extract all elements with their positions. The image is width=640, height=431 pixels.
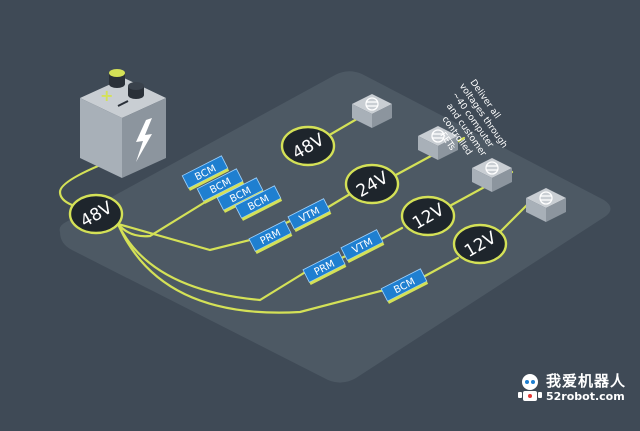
board-platform — [59, 71, 611, 383]
vtm-module: VTM — [287, 198, 332, 232]
prm-module: PRM — [302, 251, 347, 285]
node-12v-a: 12V — [400, 195, 456, 237]
bcm-module: BCM — [181, 155, 230, 191]
node-24v: 24V — [344, 163, 400, 205]
watermark: 我爱机器人 52robot.com — [516, 370, 636, 414]
fet-icon — [539, 191, 553, 205]
fet-icon — [365, 97, 379, 111]
plus-symbol: + — [100, 86, 113, 105]
load-box-3 — [472, 158, 512, 192]
fet-icon — [431, 129, 445, 143]
bcm-module: BCM — [234, 185, 283, 221]
node-battery-48v: 48V — [68, 193, 124, 235]
load-box-1 — [352, 94, 392, 128]
bcm-module: BCM — [380, 268, 429, 304]
vtm-module: VTM — [340, 229, 385, 263]
prm-module: PRM — [248, 220, 293, 254]
node-bus-48v: 48V — [280, 125, 336, 167]
watermark-url: 52robot.com — [546, 390, 625, 403]
load-box-2 — [418, 126, 458, 160]
battery: + — [80, 69, 166, 178]
node-12v-b: 12V — [452, 223, 508, 265]
lightning-bolt-icon — [136, 118, 152, 162]
watermark-chinese: 我爱机器人 — [546, 372, 627, 390]
load-box-4 — [526, 188, 566, 222]
robot-logo-icon — [518, 374, 542, 401]
fet-icon — [485, 161, 499, 175]
bcm-module: BCM — [196, 168, 245, 204]
